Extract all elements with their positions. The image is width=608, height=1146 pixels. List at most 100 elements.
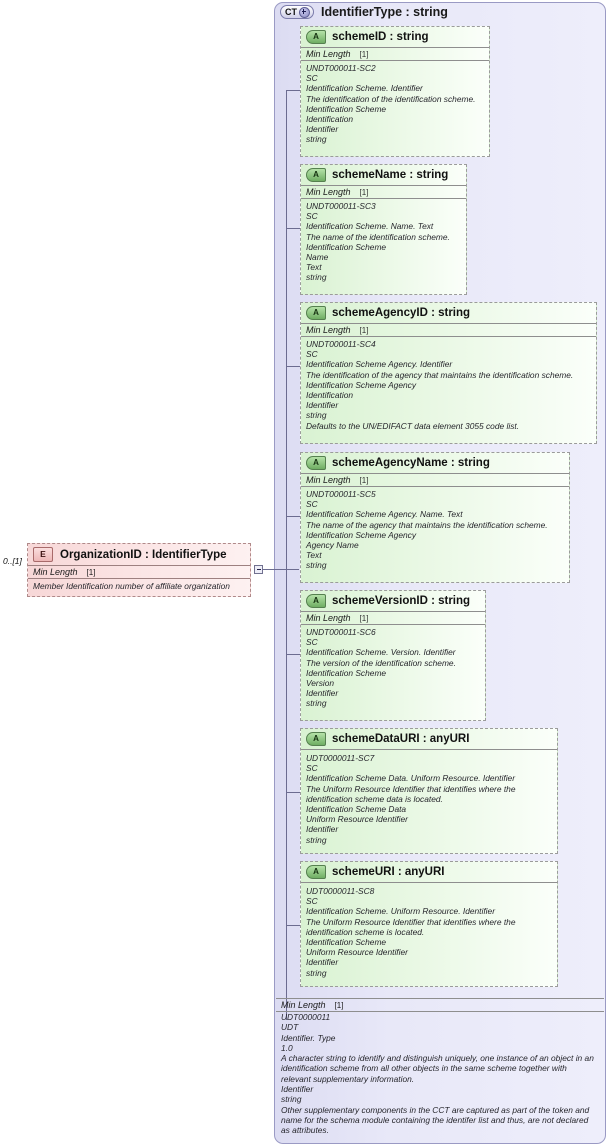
expand-plus-icon[interactable] — [299, 6, 310, 18]
attribute-documentation: UDT0000011-SC7 SC Identification Scheme … — [301, 749, 557, 848]
doc-line: The Uniform Resource Identifier that ide… — [306, 916, 516, 937]
facet-label: Min Length — [306, 325, 351, 335]
doc-line: string — [306, 560, 327, 571]
attribute-documentation: UNDT000011-SC2 SC Identification Scheme.… — [301, 61, 489, 148]
doc-line: string — [306, 272, 327, 283]
doc-line: Identifier — [281, 1084, 314, 1095]
connector-trunk — [286, 90, 287, 1020]
attribute-box-schemeagencyid[interactable]: A schemeAgencyID : string Min Length[1] … — [300, 302, 597, 444]
doc-line: SC — [306, 73, 318, 84]
facet-value: [1] — [359, 188, 369, 197]
doc-line: Identification — [306, 114, 354, 125]
element-collapse-toggle[interactable] — [254, 565, 263, 574]
doc-line: string — [306, 134, 327, 145]
attribute-documentation: UNDT000011-SC5 SC Identification Scheme … — [301, 487, 569, 574]
doc-line: SC — [306, 763, 318, 774]
connector-branch-schemeagencyid — [286, 366, 300, 367]
connector-element-to-type — [263, 569, 299, 570]
attribute-name: schemeAgencyID : string — [332, 307, 471, 319]
doc-line: UDT0000011-SC8 — [306, 886, 375, 896]
doc-line: Identification Scheme — [306, 103, 387, 114]
doc-line: Name — [306, 252, 329, 263]
doc-line: Identifier — [306, 824, 339, 835]
attribute-facet-minlength: Min Length[1] — [301, 611, 485, 625]
doc-line: SC — [306, 499, 318, 510]
facet-value: [1] — [359, 50, 369, 59]
doc-line: Agency Name — [306, 540, 359, 551]
doc-line: UDT0000011-SC7 — [306, 753, 375, 763]
facet-label: Min Length — [306, 475, 351, 485]
doc-line: Identification — [306, 390, 354, 401]
facet-value: [1] — [359, 326, 369, 335]
attribute-box-schemedatauri[interactable]: A schemeDataURI : anyURI UDT0000011-SC7 … — [300, 728, 558, 854]
attribute-header: A schemeAgencyName : string — [301, 453, 569, 473]
complex-type-documentation: UDT0000011 UDT Identifier. Type 1.0 A ch… — [276, 1012, 604, 1136]
element-box-organizationid[interactable]: E OrganizationID : IdentifierType Min Le… — [27, 543, 251, 597]
attribute-documentation: UNDT000011-SC4 SC Identification Scheme … — [301, 337, 596, 434]
connector-branch-schemeagencyname — [286, 516, 300, 517]
doc-line: Text — [306, 550, 322, 561]
connector-branch-schemeid — [286, 90, 300, 91]
complex-type-name: IdentifierType : string — [321, 5, 448, 19]
doc-line: Identification Scheme Agency — [306, 529, 417, 540]
facet-value: [1] — [359, 476, 369, 485]
element-facet-label: Min Length — [33, 567, 78, 577]
doc-line: Identification Scheme Agency. Name. Text — [306, 509, 463, 520]
connector-branch-schemeversionid — [286, 654, 300, 655]
attribute-documentation: UDT0000011-SC8 SC Identification Scheme.… — [301, 882, 557, 981]
doc-line: Identifier. Type — [281, 1032, 336, 1043]
attribute-badge-icon: A — [306, 732, 326, 746]
doc-line: Other supplementary components in the CC… — [281, 1104, 590, 1136]
attribute-name: schemeURI : anyURI — [332, 866, 445, 878]
doc-line: The identification of the identification… — [306, 93, 476, 104]
element-documentation: Member Identification number of affiliat… — [33, 581, 230, 591]
doc-line: The identification of the agency that ma… — [306, 369, 574, 380]
complex-type-facet-minlength: Min Length[1] — [276, 998, 604, 1012]
attribute-header: A schemeAgencyID : string — [301, 303, 596, 323]
facet-value: [1] — [359, 614, 369, 623]
doc-line: Identification Scheme Agency. Identifier — [306, 359, 453, 370]
attribute-name: schemeVersionID : string — [332, 595, 471, 607]
doc-line: A character string to identify and disti… — [281, 1053, 594, 1084]
attribute-facet-minlength: Min Length [1] — [301, 473, 569, 487]
element-name: OrganizationID : IdentifierType — [60, 548, 227, 561]
element-badge-icon: E — [33, 547, 53, 562]
doc-line: UDT0000011 — [281, 1012, 331, 1022]
doc-line: 1.0 — [281, 1042, 293, 1053]
element-facet-value: [1] — [86, 568, 96, 577]
doc-line: The name of the agency that maintains th… — [306, 519, 548, 530]
doc-line: string — [306, 410, 327, 421]
element-header: E OrganizationID : IdentifierType — [28, 544, 250, 565]
doc-line: The name of the identification scheme. — [306, 231, 450, 242]
doc-line: string — [281, 1094, 302, 1105]
doc-line: Identification Scheme Data — [306, 804, 407, 815]
doc-line: Identifier — [306, 400, 339, 411]
attribute-box-schemeagencyname[interactable]: A schemeAgencyName : string Min Length [1… — [300, 452, 570, 583]
doc-line: Identification Scheme — [306, 937, 387, 948]
attribute-box-schemeversionid[interactable]: A schemeVersionID : string Min Length[1]… — [300, 590, 486, 721]
doc-line: Uniform Resource Identifier — [306, 947, 408, 958]
doc-line: Identifier — [306, 957, 339, 968]
doc-line: Identification Scheme. Uniform Resource.… — [306, 906, 495, 917]
complex-type-badge[interactable]: CT — [280, 5, 314, 19]
doc-line: Uniform Resource Identifier — [306, 814, 408, 825]
ct-facet-value: [1] — [334, 1001, 344, 1010]
attribute-header: A schemeVersionID : string — [301, 591, 485, 611]
doc-line: The Uniform Resource Identifier that ide… — [306, 783, 516, 804]
attribute-badge-icon: A — [306, 168, 326, 182]
connector-branch-schemename — [286, 228, 300, 229]
attribute-box-schemeuri[interactable]: A schemeURI : anyURI UDT0000011-SC8 SC I… — [300, 861, 558, 987]
attribute-facet-minlength: Min Length[1] — [301, 47, 489, 61]
attribute-box-schemeid[interactable]: A schemeID : string Min Length[1] UNDT00… — [300, 26, 490, 157]
doc-line: Identification Scheme Agency — [306, 379, 417, 390]
attribute-badge-icon: A — [306, 306, 326, 320]
facet-label: Min Length — [306, 187, 351, 197]
doc-line: SC — [306, 637, 318, 648]
doc-line: string — [306, 967, 327, 978]
attribute-box-schemename[interactable]: A schemeName : string Min Length[1] UNDT… — [300, 164, 467, 295]
attribute-name: schemeDataURI : anyURI — [332, 733, 470, 745]
doc-line: string — [306, 698, 327, 709]
doc-line: UNDT000011-SC5 — [306, 489, 376, 499]
doc-line: Identification Scheme. Version. Identifi… — [306, 647, 456, 658]
